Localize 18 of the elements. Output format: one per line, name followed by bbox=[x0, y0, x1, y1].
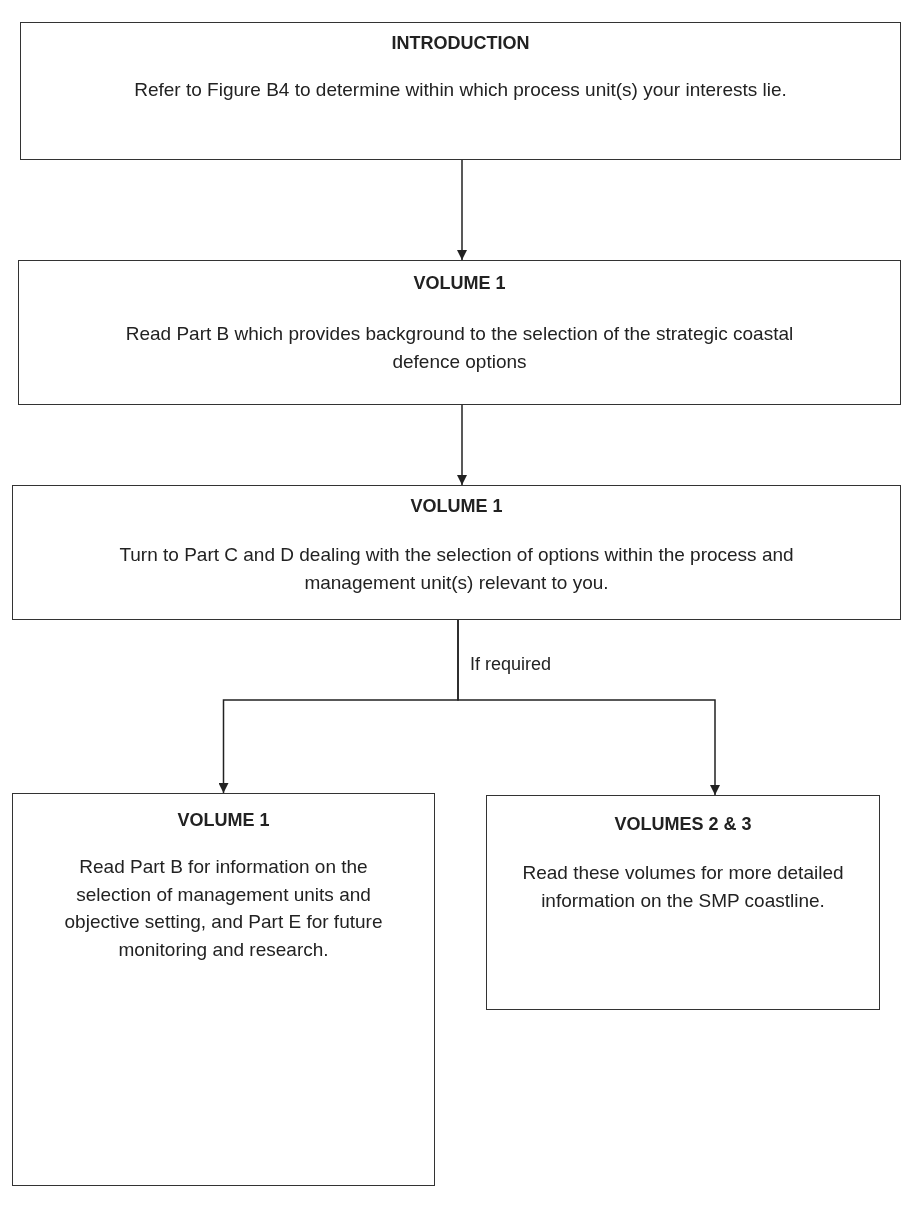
arrow bbox=[457, 619, 720, 796]
box-heading: INTRODUCTION bbox=[390, 33, 531, 54]
arrow bbox=[457, 404, 467, 486]
box-heading: VOLUME 1 bbox=[409, 496, 504, 517]
process-box bbox=[12, 793, 435, 1186]
box-text: Read Part B which provides background to the selection of the strategic coastal defence options bbox=[124, 322, 795, 374]
box-heading: VOLUME 1 bbox=[176, 810, 271, 831]
box-heading: VOLUME 1 bbox=[412, 273, 507, 294]
box-heading: VOLUMES 2 & 3 bbox=[613, 814, 753, 835]
box-text: Refer to Figure B4 to determine within which process unit(s) your interests lie. bbox=[133, 78, 788, 102]
box-text: Read Part B for information on the selection of management units and objective setting, and Part E for future monitoring and research. bbox=[63, 855, 384, 962]
box-text: Turn to Part C and D dealing with the selection of options within the process and management unit(s) relevant to you. bbox=[118, 543, 795, 595]
process-box bbox=[12, 485, 901, 620]
process-box bbox=[20, 22, 901, 160]
box-text: Read these volumes for more detailed information on the SMP coastline. bbox=[521, 861, 845, 913]
process-box bbox=[18, 260, 901, 405]
process-box bbox=[486, 795, 880, 1010]
arrow bbox=[457, 159, 467, 261]
